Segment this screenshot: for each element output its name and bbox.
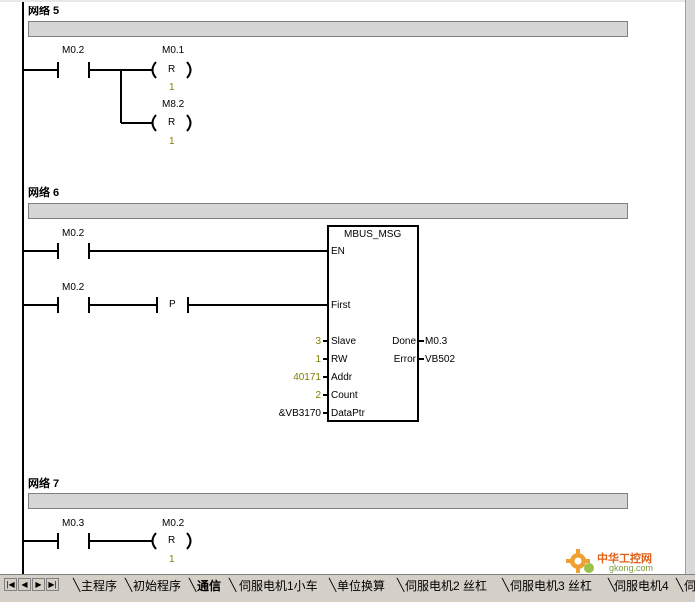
tab-servo3[interactable]: 伺服电机3 丝杠 [510, 579, 593, 593]
editor-top-edge [0, 0, 685, 2]
network-5-coil-2-label: M8.2 [162, 99, 185, 110]
network-7-coil-label: M0.2 [162, 518, 185, 529]
tab-more[interactable]: 伺 [684, 579, 695, 593]
pin-count: Count [331, 390, 358, 401]
network-7-contact[interactable] [58, 533, 89, 549]
prev-tab-button[interactable]: ◀ [18, 578, 31, 591]
network-5-contact-label: M0.2 [62, 45, 85, 56]
network-6-edge-label[interactable]: P [169, 299, 176, 310]
next-tab-button[interactable]: ▶ [32, 578, 45, 591]
watermark-text: 中华工控网 [597, 553, 652, 565]
pin-rw: RW [331, 354, 348, 365]
slave-value[interactable]: 3 [315, 336, 321, 347]
gear-icon [566, 549, 594, 573]
pin-slave: Slave [331, 336, 357, 347]
network-7-comment[interactable] [28, 493, 628, 509]
addr-value[interactable]: 40171 [293, 372, 321, 383]
pin-done: Done [392, 336, 416, 347]
pin-error: Error [393, 354, 416, 365]
tab-servo2[interactable]: 伺服电机2 丝杠 [405, 579, 488, 593]
tab-servo4[interactable]: 伺服电机4 [614, 579, 669, 593]
network-5-coil-1-value: 1 [169, 82, 175, 93]
network-5-comment[interactable] [28, 21, 628, 37]
network-5-coil-2-value: 1 [169, 136, 175, 147]
network-6-contact-1-label: M0.2 [62, 228, 85, 239]
tab-init[interactable]: 初始程序 [133, 579, 182, 593]
power-rail [22, 0, 24, 574]
program-tab-bar: |◀ ◀ ▶ ▶| ╲ 主程序 ╲ 初始程序 ╲ 通信 ╲ 伺服电机1小车 ╲ … [0, 574, 695, 602]
pin-en: EN [331, 246, 345, 257]
network-6-comment[interactable] [28, 203, 628, 219]
network-5-coil-2-symbol[interactable]: R [168, 117, 176, 128]
count-value[interactable]: 2 [315, 390, 321, 401]
network-5-title: 网络 5 [28, 5, 60, 17]
pin-first: First [331, 300, 351, 311]
network-6-contact-2-label: M0.2 [62, 282, 85, 293]
network-5-contact[interactable] [58, 62, 89, 78]
mbus-msg-block-title[interactable]: MBUS_MSG [344, 229, 402, 240]
network-7-title: 网络 7 [28, 478, 60, 490]
pin-addr: Addr [331, 372, 353, 383]
network-7-coil-value: 1 [169, 554, 175, 565]
gkong-watermark: 中华工控网 gkong.com [565, 546, 685, 576]
mbus-msg-block-frame [327, 225, 419, 422]
pin-dataptr: DataPtr [331, 408, 365, 419]
rw-value[interactable]: 1 [315, 354, 321, 365]
watermark-sub: gkong.com [609, 563, 654, 573]
tab-unit[interactable]: 单位换算 [337, 579, 386, 593]
network-6-contact-1[interactable] [58, 243, 89, 259]
tab-servo1[interactable]: 伺服电机1小车 [239, 579, 318, 593]
network-7-coil-symbol[interactable]: R [168, 535, 176, 546]
ladder-wiring [23, 61, 424, 550]
tab-comm[interactable]: 通信 [197, 579, 222, 593]
vertical-scrollbar[interactable] [685, 0, 695, 574]
network-7-contact-label: M0.3 [62, 518, 85, 529]
network-6-contact-2[interactable] [58, 297, 89, 313]
network-5-coil-1-label: M0.1 [162, 45, 185, 56]
network-5-coil-1-symbol[interactable]: R [168, 64, 176, 75]
last-tab-button[interactable]: ▶| [46, 578, 59, 591]
dataptr-value[interactable]: &VB3170 [278, 408, 321, 419]
done-value[interactable]: M0.3 [425, 336, 448, 347]
network-6-title: 网络 6 [28, 187, 60, 199]
first-tab-button[interactable]: |◀ [4, 578, 17, 591]
error-value[interactable]: VB502 [425, 354, 456, 365]
tab-main[interactable]: 主程序 [81, 579, 118, 593]
